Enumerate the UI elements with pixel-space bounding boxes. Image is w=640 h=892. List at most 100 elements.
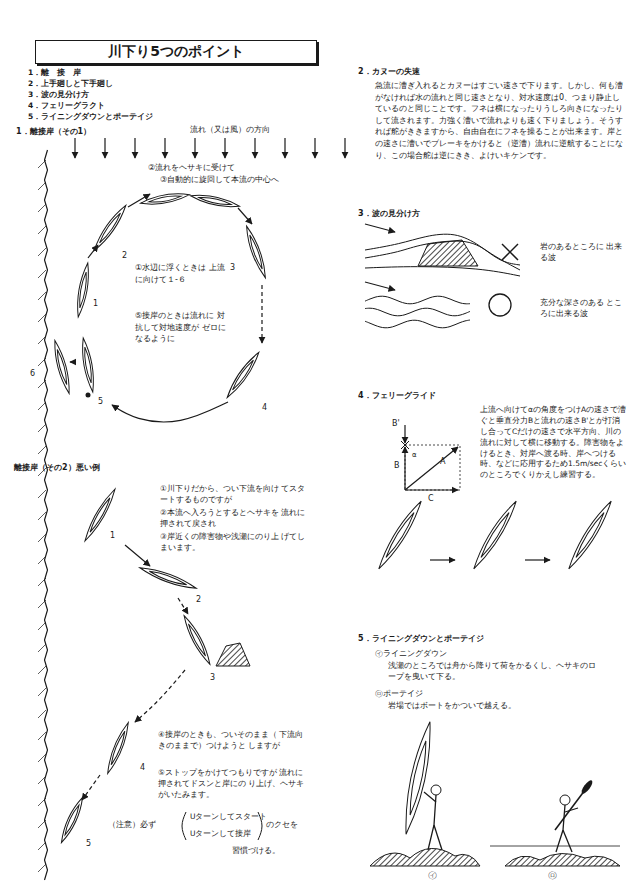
note-text: ⑤接岸のときは流れに 対抗して対地速度が ゼロになるように: [135, 310, 227, 345]
note-text: Uターンしてスタート: [190, 812, 268, 823]
canoe: [79, 337, 96, 393]
person-leg: [563, 830, 572, 852]
flow-arrow: [88, 245, 98, 258]
bank-tick: [38, 556, 46, 564]
note-text: ②本流へ入ろうとするとヘサキを 流れに押されて戻され: [160, 508, 310, 530]
section-heading: 2．カヌーの失速: [358, 66, 420, 78]
list-item: 5．ライニングダウンとポーテイジ: [28, 112, 153, 123]
flow-arrow: [128, 194, 150, 207]
flow-arrow: [365, 224, 395, 232]
flow-arrow: [135, 670, 185, 722]
callout-number: 6: [30, 368, 35, 380]
flow-arrow: [82, 775, 100, 800]
cross-mark: [502, 244, 518, 260]
callout-number: 5: [86, 838, 91, 850]
person-leg: [434, 825, 442, 850]
flow-arrow: [194, 138, 195, 158]
canoe: [190, 192, 241, 210]
person-body: [428, 795, 436, 850]
title-box: 川下り5つのポイント: [35, 40, 317, 64]
bank-tick: [38, 204, 46, 212]
bank-tick: [38, 490, 46, 498]
callout-number: 1: [110, 530, 115, 542]
bracket: [182, 812, 186, 840]
bank-tick: [38, 842, 46, 850]
person-arm: [424, 792, 436, 802]
canoe: [91, 203, 129, 253]
flow-arrow: [164, 138, 165, 158]
bank-tick: [38, 820, 46, 828]
turn-dot: [86, 393, 91, 398]
bank-tick: [38, 512, 46, 520]
callout-number: 2: [196, 594, 201, 606]
callout-number: B: [394, 460, 400, 472]
note-text: 充分な深さのある ところに出来る波: [540, 298, 628, 320]
note-text: 習慣づける。: [232, 846, 280, 857]
bank-tick: [38, 798, 46, 806]
bank-tick: [38, 380, 46, 388]
vector-rect: [405, 445, 460, 490]
callout-number: C: [428, 493, 434, 505]
note-text: 岩のあるところに 出来る波: [540, 242, 628, 264]
note-text: ㋑ライニングダウン: [375, 648, 447, 660]
section-heading: 5．ライニングダウンとポーテイジ: [358, 633, 484, 645]
bank-tick: [38, 336, 46, 344]
paddle: [555, 790, 585, 830]
bank-tick: [38, 424, 46, 432]
circle-mark: [489, 294, 511, 316]
wave-line: [365, 308, 470, 316]
canoe: [51, 339, 73, 394]
list-item: 2．上手廻しと下手廻し: [28, 79, 113, 90]
wave-line: [365, 320, 470, 328]
note-text: 流れ（又は風）の方向: [190, 124, 270, 136]
bank-tick: [38, 358, 46, 366]
callout-number: 4: [140, 762, 145, 774]
flow-arrow: [74, 138, 75, 158]
flow-arrow: [525, 559, 550, 560]
flow-arrow: [104, 138, 105, 158]
bank-tick: [38, 226, 46, 234]
bank-tick: [38, 402, 46, 410]
callout-number: 1: [93, 298, 98, 310]
list-item: 4．フェリーグラクト: [28, 101, 105, 112]
note-text: （注意）必ず: [108, 820, 156, 831]
flow-arrow: [405, 447, 458, 490]
note-text: ③岸近くの障害物や浅瀬にのり上 げてしまいます。: [160, 532, 310, 554]
flow-arrow: [430, 559, 455, 560]
note-text: ㋺ポーテイジ: [375, 688, 423, 700]
bank-tick: [38, 688, 46, 696]
flow-arrow: [238, 208, 252, 224]
callout-number: B': [392, 418, 400, 430]
flow-arrow: [404, 447, 405, 490]
callout-number: 2: [122, 250, 127, 262]
callout-number: 5: [98, 396, 103, 408]
callout-number: 3: [230, 262, 235, 274]
canoe: [375, 498, 426, 571]
flow-arrow: [254, 138, 255, 158]
bank-tick: [38, 710, 46, 718]
note-text: ②流れをヘサキに受けて: [148, 162, 235, 174]
callout-number: α: [412, 450, 417, 460]
flow-arrow: [125, 545, 150, 566]
flow-arrow: [284, 138, 285, 158]
person-head: [560, 795, 570, 805]
body-text: 上流へ向けてαの角度をつけAの速さで漕ぐと垂直分力Bと流れの速さB'とが打消し合…: [480, 405, 628, 481]
bank-tick: [38, 182, 46, 190]
callout-number: ㋑: [428, 869, 437, 882]
section-heading: 4．フェリーグライド: [358, 390, 436, 402]
canoe: [565, 498, 616, 571]
wave-line: [365, 234, 520, 265]
wave-line: [365, 296, 470, 304]
bank-tick: [38, 446, 46, 454]
callout-number: A: [440, 456, 445, 468]
note-text: Uターンして接岸: [190, 829, 252, 840]
callout-number: 3: [210, 672, 215, 684]
body-text: 岩場ではボートをかついで越える。: [388, 701, 516, 712]
body-text: 浅瀬のところでは舟から降りて荷をかるくし、ヘサキのロープを曳いて下る。: [388, 661, 603, 683]
bank-tick: [38, 270, 46, 278]
rock: [505, 853, 620, 866]
bank-tick: [38, 578, 46, 586]
canoe: [224, 350, 262, 400]
note-text: ⑤ストップをかけてつもりですが 流れに押されてドスンと岸にの り上げ、ヘサキがい…: [158, 768, 308, 801]
bank-tick: [38, 776, 46, 784]
